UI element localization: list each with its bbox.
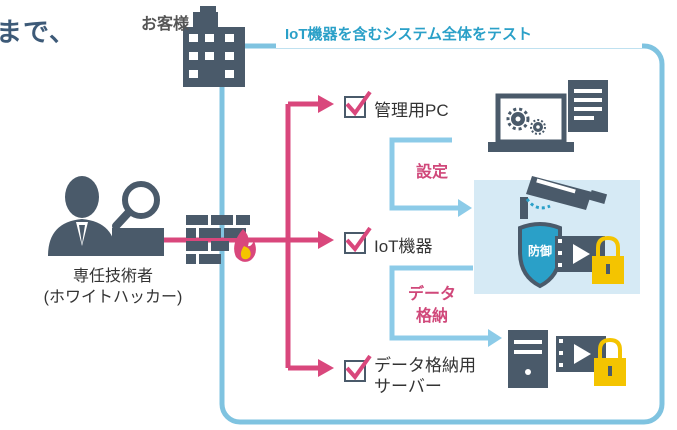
document-icon	[568, 80, 608, 132]
data-flow-arrow	[389, 265, 488, 341]
shield-icon	[518, 222, 562, 289]
system-title: IoT機器を含むシステム全体をテスト	[285, 26, 533, 43]
system-title-tab	[276, 18, 642, 48]
settings-flow-label: 設定	[416, 164, 449, 181]
checkbox-icon-iot	[344, 226, 372, 254]
settings-flow-arrowhead	[458, 199, 472, 217]
heading-fragment: まで、	[0, 17, 76, 47]
data-flow-label: データ 格納	[408, 284, 456, 328]
attack-arrowhead-iot	[318, 231, 334, 249]
lock-icon-storage	[594, 337, 626, 386]
target-label-iot: IoT機器	[374, 237, 433, 256]
target-label-pc: 管理用PC	[374, 101, 449, 120]
shield-label: 防御	[528, 244, 553, 258]
lock-icon-iot	[592, 235, 624, 284]
target-label-storage-line-2: サーバー	[374, 377, 442, 396]
data-flow-label-line-2: 格納	[416, 308, 449, 325]
attack-arrowhead-storage	[318, 359, 334, 377]
tester-label: 専任技術者 (ホワイトハッカー)	[38, 266, 188, 308]
target-label-storage: データ格納用 サーバー	[374, 355, 476, 397]
tester-icon	[48, 176, 164, 256]
customer-label: お客様	[141, 16, 190, 33]
building-icon	[183, 6, 245, 87]
data-flow-label-line-1: データ	[408, 286, 457, 303]
checkbox-icon-storage	[344, 354, 372, 382]
settings-flow-arrow	[389, 137, 458, 211]
attack-arrowhead-pc	[318, 95, 334, 113]
laptop-gears-icon	[488, 93, 574, 152]
flame-icon	[234, 229, 256, 262]
camera-icon	[520, 176, 608, 219]
data-flow-arrowhead	[488, 329, 502, 347]
magnifier-icon	[112, 181, 160, 230]
checkbox-icon-pc	[344, 90, 372, 118]
tester-label-line-1: 専任技術者	[72, 268, 153, 285]
firewall-icon	[186, 215, 250, 264]
server-icon	[508, 330, 548, 388]
target-label-storage-line-1: データ格納用	[374, 356, 476, 375]
tester-label-line-2: (ホワイトハッカー)	[43, 289, 183, 306]
